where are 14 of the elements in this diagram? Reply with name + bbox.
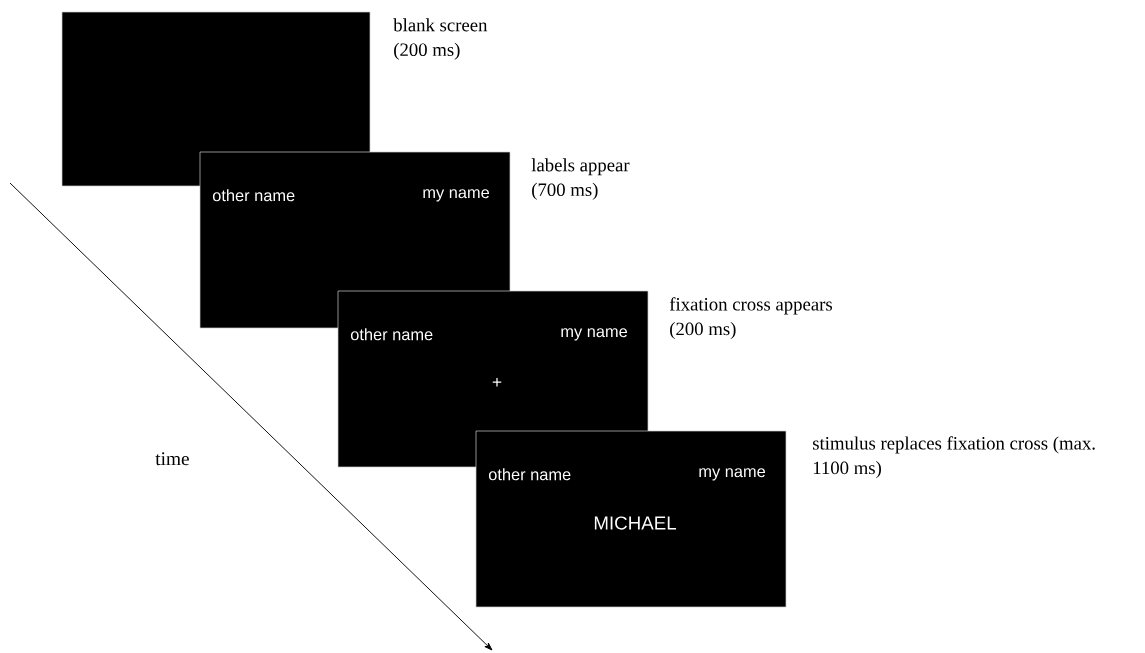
node-label: stimulus replaces fixation cross (max. 1100 ms)	[813, 436, 1095, 479]
screen-label: other name	[212, 189, 295, 202]
node-label: fixation cross appears (200 ms)	[669, 297, 832, 340]
screen-label: my name	[561, 328, 628, 341]
screen-label: my name	[699, 468, 766, 481]
screen-label: other name	[488, 468, 571, 481]
axis-label: time	[155, 452, 189, 466]
stimulus-text: +	[492, 377, 502, 387]
node-label: blank screen (200 ms)	[393, 18, 488, 60]
screen-label: my name	[423, 189, 490, 202]
node-label: labels appear (700 ms)	[531, 158, 630, 200]
stimulus-text: MICHAEL	[594, 516, 677, 530]
screen	[475, 430, 787, 608]
screen-label: other name	[350, 328, 433, 341]
